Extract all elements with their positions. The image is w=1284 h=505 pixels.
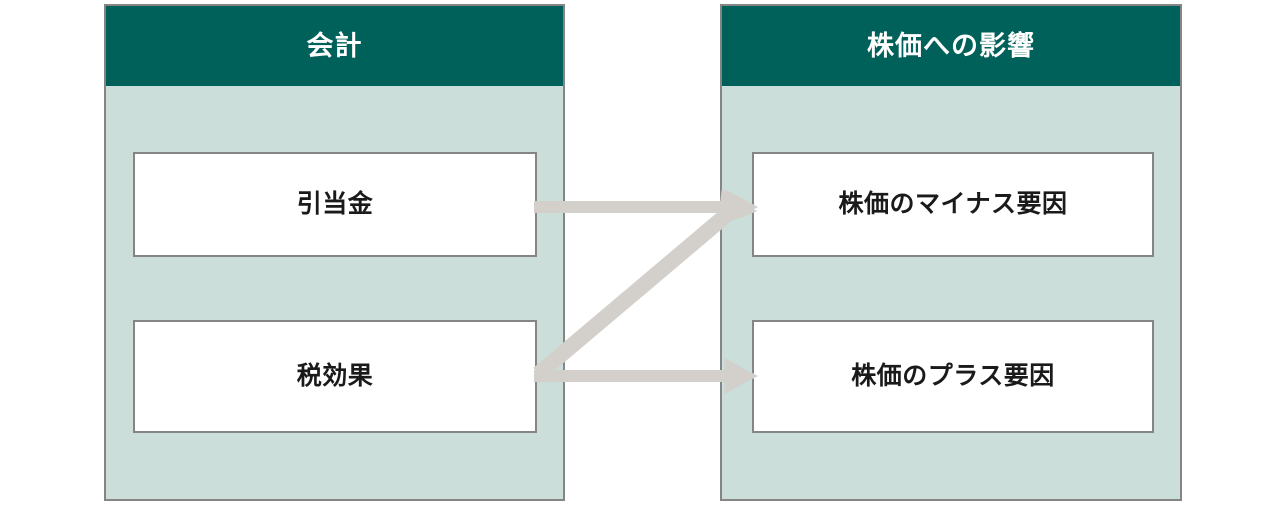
panel-accounting: 会計 引当金 税効果 — [104, 4, 565, 501]
item-box-negative-factor[interactable]: 株価のマイナス要因 — [752, 152, 1154, 257]
item-box-positive-factor-label: 株価のプラス要因 — [851, 362, 1055, 390]
panel-accounting-body: 引当金 税効果 — [106, 86, 563, 499]
panel-stock-price-impact-body: 株価のマイナス要因 株価のプラス要因 — [722, 86, 1180, 499]
item-box-negative-factor-label: 株価のマイナス要因 — [838, 190, 1068, 218]
panel-stock-price-impact-title: 株価への影響 — [867, 30, 1035, 61]
item-box-tax-effect[interactable]: 税効果 — [133, 320, 537, 433]
panel-accounting-header: 会計 — [106, 6, 563, 86]
panel-stock-price-impact-header: 株価への影響 — [722, 6, 1180, 86]
item-box-allowance[interactable]: 引当金 — [133, 152, 537, 257]
panel-accounting-title: 会計 — [306, 30, 363, 61]
panel-stock-price-impact: 株価への影響 株価のマイナス要因 株価のプラス要因 — [720, 4, 1182, 501]
item-box-positive-factor[interactable]: 株価のプラス要因 — [752, 320, 1154, 433]
item-box-tax-effect-label: 税効果 — [296, 362, 374, 390]
item-box-allowance-label: 引当金 — [296, 190, 374, 218]
